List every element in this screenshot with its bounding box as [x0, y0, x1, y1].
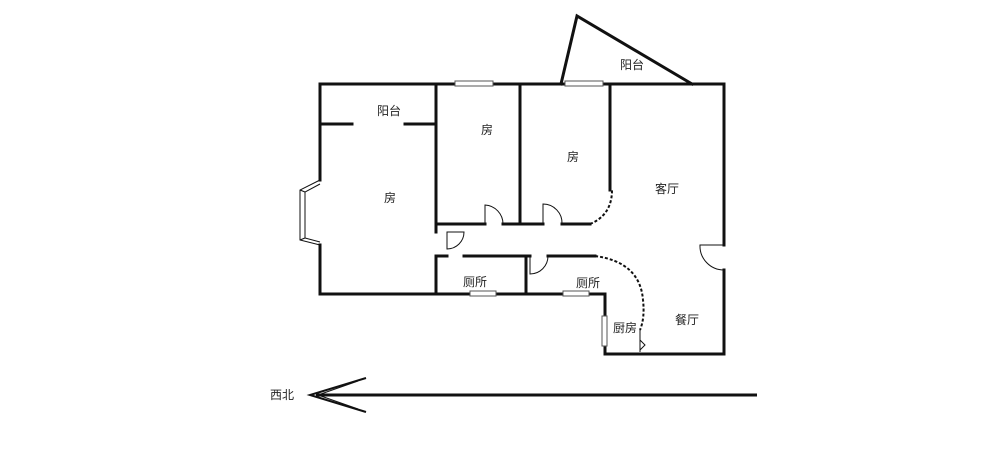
label-dining-room: 餐厅: [675, 312, 699, 327]
room-labels: 阳台 阳台 房 房 房 客厅 餐厅 厕所 厕所 厨房: [377, 57, 699, 335]
door-kitchen: [639, 339, 646, 351]
label-toilet-right: 厕所: [576, 276, 600, 290]
outer-walls: [318, 82, 726, 356]
door-bedroom-mid: [484, 204, 504, 225]
window-toilet-left: [469, 290, 497, 297]
door-bedroom-left: [446, 231, 465, 250]
label-bedroom-left: 房: [384, 190, 396, 205]
door-living-east: [699, 244, 725, 271]
compass-label: 西北: [270, 388, 294, 402]
sliding-door-kitchen: [594, 255, 645, 331]
label-bedroom-right: 房: [567, 149, 579, 164]
label-balcony-top: 阳台: [620, 57, 644, 72]
window-top-right: [564, 80, 604, 87]
label-balcony-left: 阳台: [377, 103, 401, 118]
label-bedroom-mid: 房: [481, 122, 493, 137]
windows: [299, 80, 664, 347]
door-toilet-right: [529, 255, 549, 275]
label-living-room: 客厅: [655, 181, 679, 196]
window-top-mid: [454, 80, 494, 87]
top-balcony-outline: [559, 13, 695, 87]
window-kitchen: [601, 315, 608, 347]
bay-window: [299, 179, 321, 246]
window-toilet-right: [562, 290, 590, 297]
sliding-door-bedroom: [589, 189, 613, 225]
label-kitchen: 厨房: [613, 320, 637, 335]
label-toilet-left: 厕所: [463, 275, 487, 289]
interior-walls: [318, 82, 612, 300]
door-bedroom-right: [542, 203, 563, 225]
compass-arrow: 西北: [270, 377, 757, 413]
doors: [446, 189, 725, 352]
